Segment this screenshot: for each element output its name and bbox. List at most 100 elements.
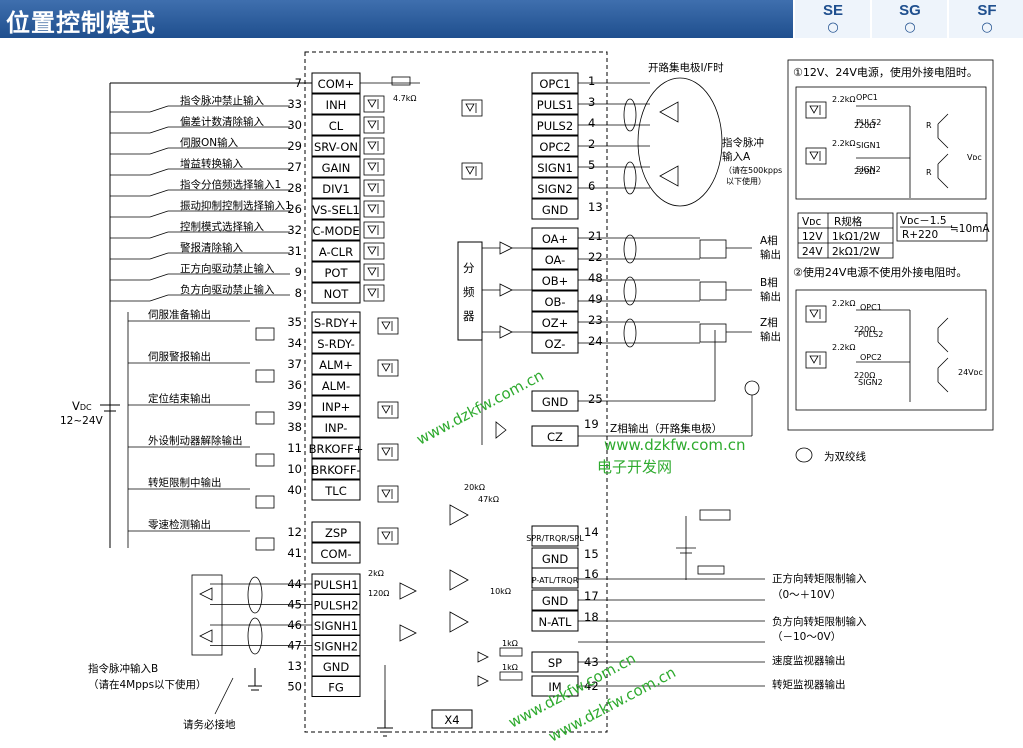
inset1-circuit	[795, 86, 987, 200]
input-desc: 伺服ON输入	[180, 136, 239, 149]
opto-icon	[363, 116, 385, 134]
analog-pin-num: 14	[584, 525, 599, 539]
resistor-icon	[499, 647, 523, 657]
input-pin-inh-box	[311, 93, 361, 115]
inset-res-label: 2.2kΩ	[832, 139, 855, 148]
divider-char-3: 器	[463, 309, 475, 323]
opto-icon	[363, 158, 385, 176]
output-pin-num: 41	[287, 546, 302, 560]
input-pin-com+: COM+	[318, 77, 355, 91]
line-driver-icon	[499, 325, 513, 339]
mode-tab-se[interactable]: SE ○	[793, 0, 871, 38]
r-table: Vᴅᴄ R规格 12V 1kΩ1/2W 24V 2kΩ1/2W	[797, 212, 894, 259]
res-47k-label: 47kΩ	[478, 495, 499, 504]
inset-pin-label: OPC1	[856, 93, 878, 102]
neg-torque-title: 负方向转矩限制输入	[772, 615, 867, 628]
output-desc: 转矩限制中输出	[148, 476, 222, 489]
pulse-b-pin-fg: FG	[328, 681, 344, 695]
switch-contact-icon	[149, 126, 169, 134]
transistor-icon	[937, 317, 949, 353]
resistor-icon	[699, 509, 731, 521]
cz-pin-num: 19	[584, 417, 599, 431]
encoder-pin-num: 22	[588, 250, 603, 264]
pulse-b-group: PULSH144PULSH245SIGNH146SIGNH247GND13FG5…	[191, 573, 386, 700]
inset-24v-label: 24Vᴅᴄ	[958, 368, 983, 377]
cz-pin: CZ	[547, 430, 563, 444]
analog-pin-spr-trqr-spl: SPR/TRQR/SPL	[526, 534, 584, 543]
input-pin-c-mode-box	[311, 219, 361, 241]
pulse-a-pin-num: 1	[588, 74, 595, 88]
open-collector-oval	[637, 77, 723, 207]
pulse-b-note-line1: 指令脉冲输入B	[88, 662, 158, 675]
encoder-pin-obm: OB-	[544, 295, 565, 309]
pulse-b-pin-signh1: SIGNH1	[314, 619, 358, 633]
pulse-a-pin-gnd-box	[531, 198, 579, 220]
inset-pin-label: OPC2	[860, 353, 882, 362]
pulse-a-note-2: 输入A	[722, 150, 751, 163]
inset-pin-label: OPC1	[860, 303, 882, 312]
opto-icon	[377, 359, 399, 377]
opto-icon	[461, 99, 483, 117]
opto-icon	[363, 284, 385, 302]
twisted-pair-note: 为双绞线	[824, 450, 866, 463]
output-group: 伺服准备输出S-RDY+35S-RDY-34伺服警报输出ALM+37ALM-36…	[127, 308, 399, 564]
pulse-b-pin-num: 50	[287, 680, 302, 694]
output-pin-smrdym-box	[311, 332, 361, 354]
mode-tab-sg[interactable]: SG ○	[870, 0, 948, 38]
input-desc: 指令分倍频选择输入1	[180, 178, 281, 191]
amp-icon	[477, 651, 489, 663]
pulse-a-pin-sign1: SIGN1	[537, 161, 573, 175]
twisted-pair-icon	[623, 276, 637, 306]
output-pin-num: 35	[287, 315, 302, 329]
opto-icon	[805, 305, 827, 323]
inset-res-label: 220Ω	[854, 325, 875, 334]
formula-box	[896, 212, 988, 242]
phase-a-out: 输出	[760, 248, 781, 261]
input-pin-not: NOT	[324, 287, 350, 301]
pulse-a-pin-num: 2	[588, 137, 595, 151]
receiver-amp-icon	[399, 582, 417, 600]
photo-coupler-icon	[744, 380, 760, 396]
analog-pin-p-atl-trqr: P-ATL/TRQR	[532, 576, 579, 585]
switch-contact-icon	[149, 231, 169, 239]
pulse-b-pin-gnd: GND	[323, 660, 350, 674]
output-desc: 外设制动器解除输出	[148, 434, 243, 447]
watermark: www.dzkfw.com.cn	[604, 436, 746, 454]
inset-res-label: 220Ω	[854, 121, 875, 130]
output-desc: 零速检测输出	[148, 518, 211, 531]
pulse-b-pin-pulsh2: PULSH2	[313, 599, 358, 613]
inset-pin-label: SIGN2	[858, 378, 883, 387]
output-pin-comm: COM-	[320, 547, 351, 561]
inset1-title: ①12V、24V电源，使用外接电阻时。	[793, 65, 978, 79]
r-table-cell: 12V	[802, 231, 823, 243]
opto-icon	[363, 179, 385, 197]
twisted-pair-icon	[623, 234, 637, 264]
mode-mark: ○	[981, 20, 993, 35]
transistor-icon	[659, 101, 679, 123]
input-pin-num: 7	[295, 76, 302, 90]
opto-icon	[363, 221, 385, 239]
relay-icon	[255, 369, 275, 383]
res-10k-label: 10kΩ	[490, 587, 511, 596]
pulse-a-pin-num: 5	[588, 158, 595, 172]
encoder-gnd-pin: GND	[542, 395, 569, 409]
pulse-a-pin-sign2: SIGN2	[537, 182, 573, 196]
phase-b-label: B相	[760, 276, 778, 289]
input-pin-gain-box	[311, 156, 361, 178]
opto-icon	[363, 242, 385, 260]
output-pin-inpm: INP-	[325, 421, 348, 435]
opto-icon	[363, 137, 385, 155]
mode-label: SE	[822, 2, 843, 19]
neg-torque-range: （－10～0V）	[772, 631, 841, 643]
driver-outline	[304, 51, 608, 733]
pulse-a-note-3: （请在500kpps	[724, 165, 782, 175]
transistor-icon	[495, 421, 507, 439]
mode-tab-sf[interactable]: SF ○	[947, 0, 1023, 38]
output-pin-num: 12	[287, 525, 302, 539]
op-amp-icon	[449, 569, 469, 591]
output-pin-num: 38	[287, 420, 302, 434]
pos-torque-range: （0～＋10V）	[772, 589, 841, 601]
line-driver-block	[191, 574, 223, 656]
input-pin-num: 30	[287, 118, 302, 132]
